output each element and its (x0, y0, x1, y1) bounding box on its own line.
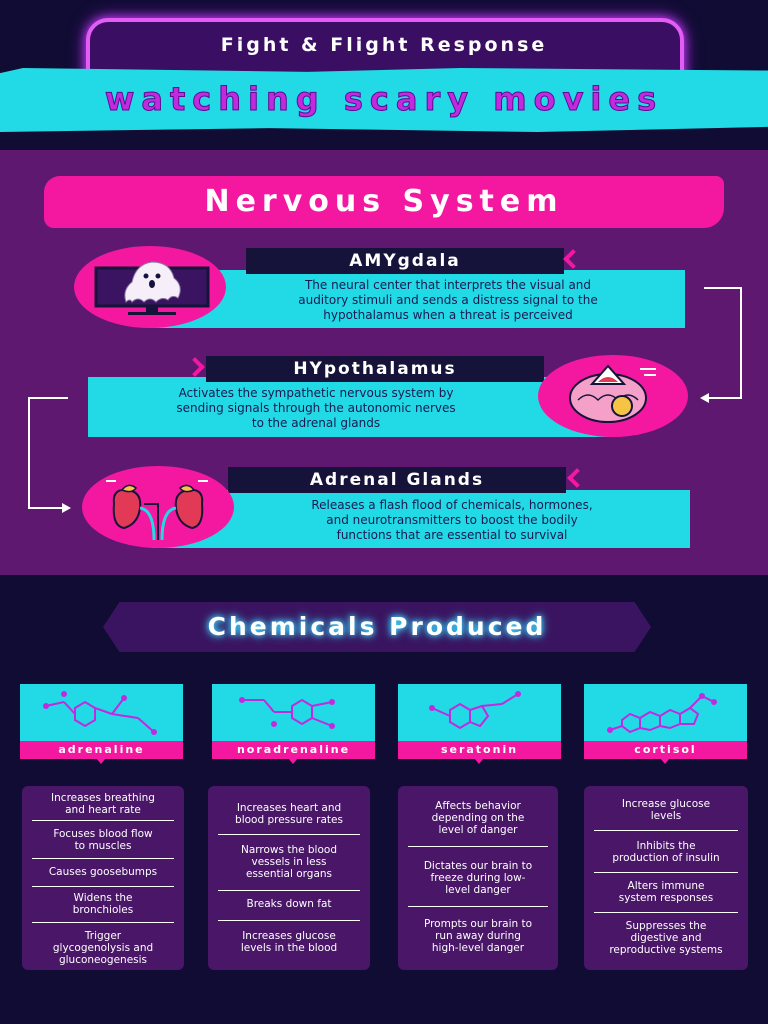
molecule-icon (239, 697, 335, 729)
divider (32, 922, 174, 923)
cortisol-structure (584, 684, 747, 742)
adrenaline-structure (20, 684, 183, 742)
subtitle-band (0, 68, 768, 132)
divider (594, 830, 738, 831)
divider (408, 906, 548, 907)
label-pointer (288, 758, 298, 764)
molecule-icon (43, 691, 157, 735)
kidneys-icon (106, 480, 208, 541)
label-pointer (96, 758, 106, 764)
hypothalamus-description: Activates the sympathetic nervous system… (176, 386, 456, 430)
connector-right-top (704, 287, 742, 289)
connector-right-bottom (708, 397, 742, 399)
page-title: Fight & Flight Response (220, 34, 548, 56)
hypothalamus-card (88, 377, 608, 437)
seratonin-label: seratonin (398, 741, 561, 759)
hypothalamus-label: HYpothalamus (206, 356, 544, 382)
divider (594, 872, 738, 873)
arrow-right-icon (62, 503, 71, 513)
adrenal-glands-description: Releases a flash flood of chemicals, hor… (311, 498, 593, 542)
molecule-icon (607, 693, 717, 734)
connector-left-bottom (28, 507, 62, 509)
molecule-icon (429, 691, 521, 730)
adrenal-glands-label: Adrenal Glands (228, 467, 566, 493)
divider (218, 890, 360, 891)
label-pointer (660, 758, 670, 764)
brain-alert-icon (569, 364, 656, 423)
seratonin-structure (398, 684, 561, 742)
divider (218, 920, 360, 921)
connector-right-vertical (740, 287, 742, 399)
connector-left-vertical (28, 397, 30, 509)
divider (594, 912, 738, 913)
divider (32, 820, 174, 821)
adrenaline-label: adrenaline (20, 741, 183, 759)
divider (32, 858, 174, 859)
arrow-left-icon (700, 393, 709, 403)
effect-item: Causes goosebumps (48, 866, 158, 878)
divider (32, 886, 174, 887)
chemicals-banner (103, 602, 651, 652)
amygdala-description: The neural center that interprets the vi… (298, 278, 598, 322)
divider (408, 846, 548, 847)
amygdala-label: AMYgdala (246, 248, 564, 274)
divider (218, 834, 360, 835)
cortisol-label: cortisol (584, 741, 747, 759)
label-pointer (474, 758, 484, 764)
connector-left-top (28, 397, 68, 399)
nervous-system-title: Nervous System (204, 184, 564, 219)
chemicals-title: Chemicals Produced (207, 612, 547, 641)
noradrenaline-structure (212, 684, 375, 742)
page-subtitle: watching scary movies (104, 80, 664, 119)
nervous-system-banner (44, 176, 724, 228)
effect-item: Breaks down fat (246, 898, 332, 910)
ghost-monitor-icon (94, 261, 210, 315)
adrenal-glands-card (152, 490, 690, 548)
noradrenaline-label: noradrenaline (212, 741, 375, 759)
amygdala-card (148, 270, 685, 328)
